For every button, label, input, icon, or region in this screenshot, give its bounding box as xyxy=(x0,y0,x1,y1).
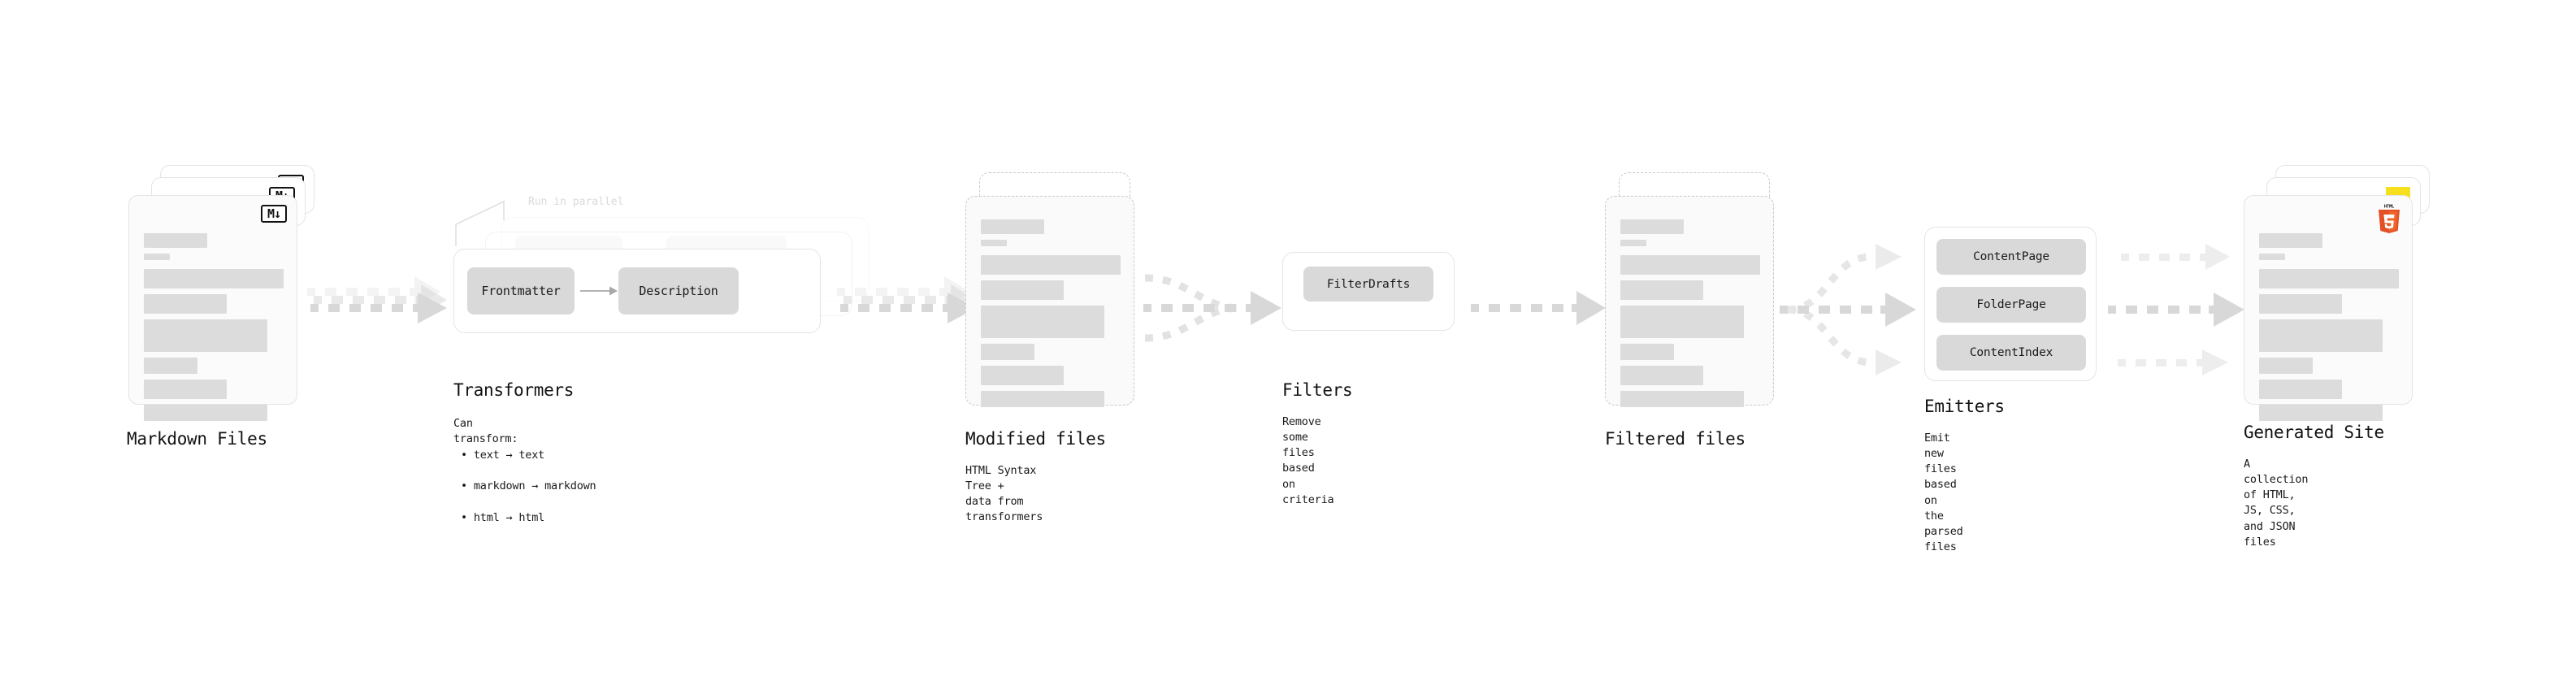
modified-skeleton-bars xyxy=(981,219,1121,413)
skeleton-bar xyxy=(1620,344,1674,360)
skeleton-bar xyxy=(144,269,284,288)
skeleton-bar xyxy=(144,319,267,352)
skeleton-bar xyxy=(981,280,1064,300)
transformer-box-front: Frontmatter Description xyxy=(453,249,821,333)
skeleton-bar xyxy=(981,255,1121,275)
arrow-modified-to-filters xyxy=(1142,273,1288,343)
skeleton-bar xyxy=(981,306,1104,338)
emitters-title: Emitters xyxy=(1924,397,2005,416)
skeleton-bar xyxy=(2259,358,2313,374)
skeleton-bar xyxy=(2259,380,2342,399)
markdown-icon: M↓ xyxy=(261,205,287,223)
modified-files-title: Modified files xyxy=(965,429,1106,449)
skeleton-bar xyxy=(2259,254,2285,260)
svg-text:HTML: HTML xyxy=(2384,205,2395,210)
skeleton-bar xyxy=(2259,405,2383,421)
skeleton-bar xyxy=(144,233,207,248)
run-in-parallel-brace xyxy=(453,197,559,248)
html5-icon: HTML xyxy=(2376,203,2402,233)
modified-card-front xyxy=(965,196,1134,407)
skeleton-bar xyxy=(144,405,267,421)
transformers-title: Transformers xyxy=(453,380,575,400)
skeleton-bar xyxy=(2259,233,2322,248)
filtered-files-title: Filtered files xyxy=(1605,429,1746,449)
skeleton-bar xyxy=(1620,219,1684,234)
filters-title: Filters xyxy=(1282,380,1353,400)
site-card-front: HTML xyxy=(2244,195,2413,421)
emitter-pill-folderpage[interactable]: FolderPage xyxy=(1936,287,2086,323)
arrow-filters-to-filtered xyxy=(1469,273,1607,343)
skeleton-bar xyxy=(144,294,227,314)
filtered-card-front xyxy=(1605,196,1774,407)
arrow-md-to-transformers xyxy=(307,273,453,343)
skeleton-bar xyxy=(981,240,1007,246)
transformer-pill-frontmatter[interactable]: Frontmatter xyxy=(467,267,575,314)
filter-pill-filterdrafts[interactable]: FilterDrafts xyxy=(1303,267,1433,301)
skeleton-bar xyxy=(1620,306,1744,338)
transformers-subtitle: Can transform: xyxy=(453,417,518,446)
skeleton-bar xyxy=(2259,319,2383,352)
filtered-skeleton-bars xyxy=(1620,219,1760,413)
filters-subtitle: Remove some files based on criteria xyxy=(1282,415,1334,506)
site-skeleton-bars xyxy=(2259,233,2399,427)
skeleton-bar xyxy=(981,366,1064,385)
markdown-card-front: M↓ xyxy=(128,195,297,421)
arrow-transformers-to-modified xyxy=(837,273,983,343)
markdown-skeleton-bars xyxy=(144,233,284,427)
filters-box: FilterDrafts xyxy=(1282,252,1455,331)
skeleton-bar xyxy=(2259,269,2399,288)
skeleton-bar xyxy=(1620,240,1646,246)
transformer-pill-description[interactable]: Description xyxy=(618,267,739,314)
run-in-parallel-label: Run in parallel xyxy=(528,196,624,208)
skeleton-bar xyxy=(1620,366,1703,385)
generated-site-subtitle: A collection of HTML, JS, CSS, and JSON … xyxy=(2244,458,2309,549)
markdown-files-title: Markdown Files xyxy=(127,429,267,449)
skeleton-bar xyxy=(981,391,1104,407)
emitters-box: ContentPage FolderPage ContentIndex xyxy=(1924,227,2097,381)
skeleton-bar xyxy=(1620,391,1744,407)
skeleton-bar xyxy=(144,380,227,399)
skeleton-bar xyxy=(144,254,170,260)
markdown-badge-text-c: M↓ xyxy=(261,205,287,223)
html5-shield-glyph: HTML xyxy=(2379,205,2400,233)
skeleton-bar xyxy=(144,358,197,374)
transform-rule-markdown: markdown → markdown xyxy=(461,479,596,494)
arrow-filtered-to-emitters xyxy=(1780,241,1926,379)
transform-rule-html: html → html xyxy=(461,510,596,526)
emitter-pill-contentindex[interactable]: ContentIndex xyxy=(1936,335,2086,371)
generated-site-title: Generated Site xyxy=(2244,423,2384,442)
emitters-subtitle: Emit new files based on the parsed files xyxy=(1924,432,1963,554)
skeleton-bar xyxy=(1620,280,1703,300)
arrow-emitters-to-site xyxy=(2106,241,2261,379)
emitter-pill-contentpage[interactable]: ContentPage xyxy=(1936,239,2086,275)
skeleton-bar xyxy=(1620,255,1760,275)
transform-rule-text: text → text xyxy=(461,448,596,463)
modified-files-subtitle: HTML Syntax Tree + data from transformer… xyxy=(965,464,1043,524)
skeleton-bar xyxy=(981,219,1044,234)
skeleton-bar xyxy=(981,344,1034,360)
skeleton-bar xyxy=(2259,294,2342,314)
transformers-bullet-list: text → text markdown → markdown html → h… xyxy=(461,432,596,541)
